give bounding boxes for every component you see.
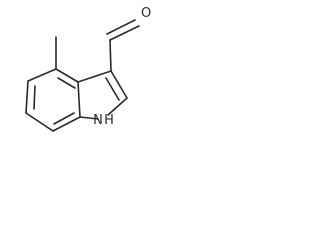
bond-c3-cho [109,39,112,72]
bond-c7a-c3a [77,81,81,118]
bond-c3-c2-inner [105,77,120,101]
bond-c3a-c3 [77,70,112,83]
bond-c8-c7a [52,116,81,132]
atom-hydrogen-label: H [104,113,114,128]
bond-c2-n1 [107,97,128,116]
atom-oxygen-label: O [141,6,151,21]
bond-cho-o-inner [106,19,136,35]
bond-c6-c7-inner [33,85,36,110]
bond-c3-c2 [110,70,128,99]
bond-set [25,19,140,132]
bond-cho-o [109,25,140,41]
atom-nitrogen-label: N [93,113,103,128]
bond-c4-c5 [55,68,79,83]
chemical-structure: O N H [25,6,151,132]
bond-c4-c5-inner [57,77,76,89]
bond-c7-c8 [25,112,54,132]
bond-c6-c7 [25,80,29,114]
bond-c8-c7a-inner [53,112,75,125]
bond-n1-c7a [79,116,99,120]
bond-c5-c6 [27,68,57,82]
